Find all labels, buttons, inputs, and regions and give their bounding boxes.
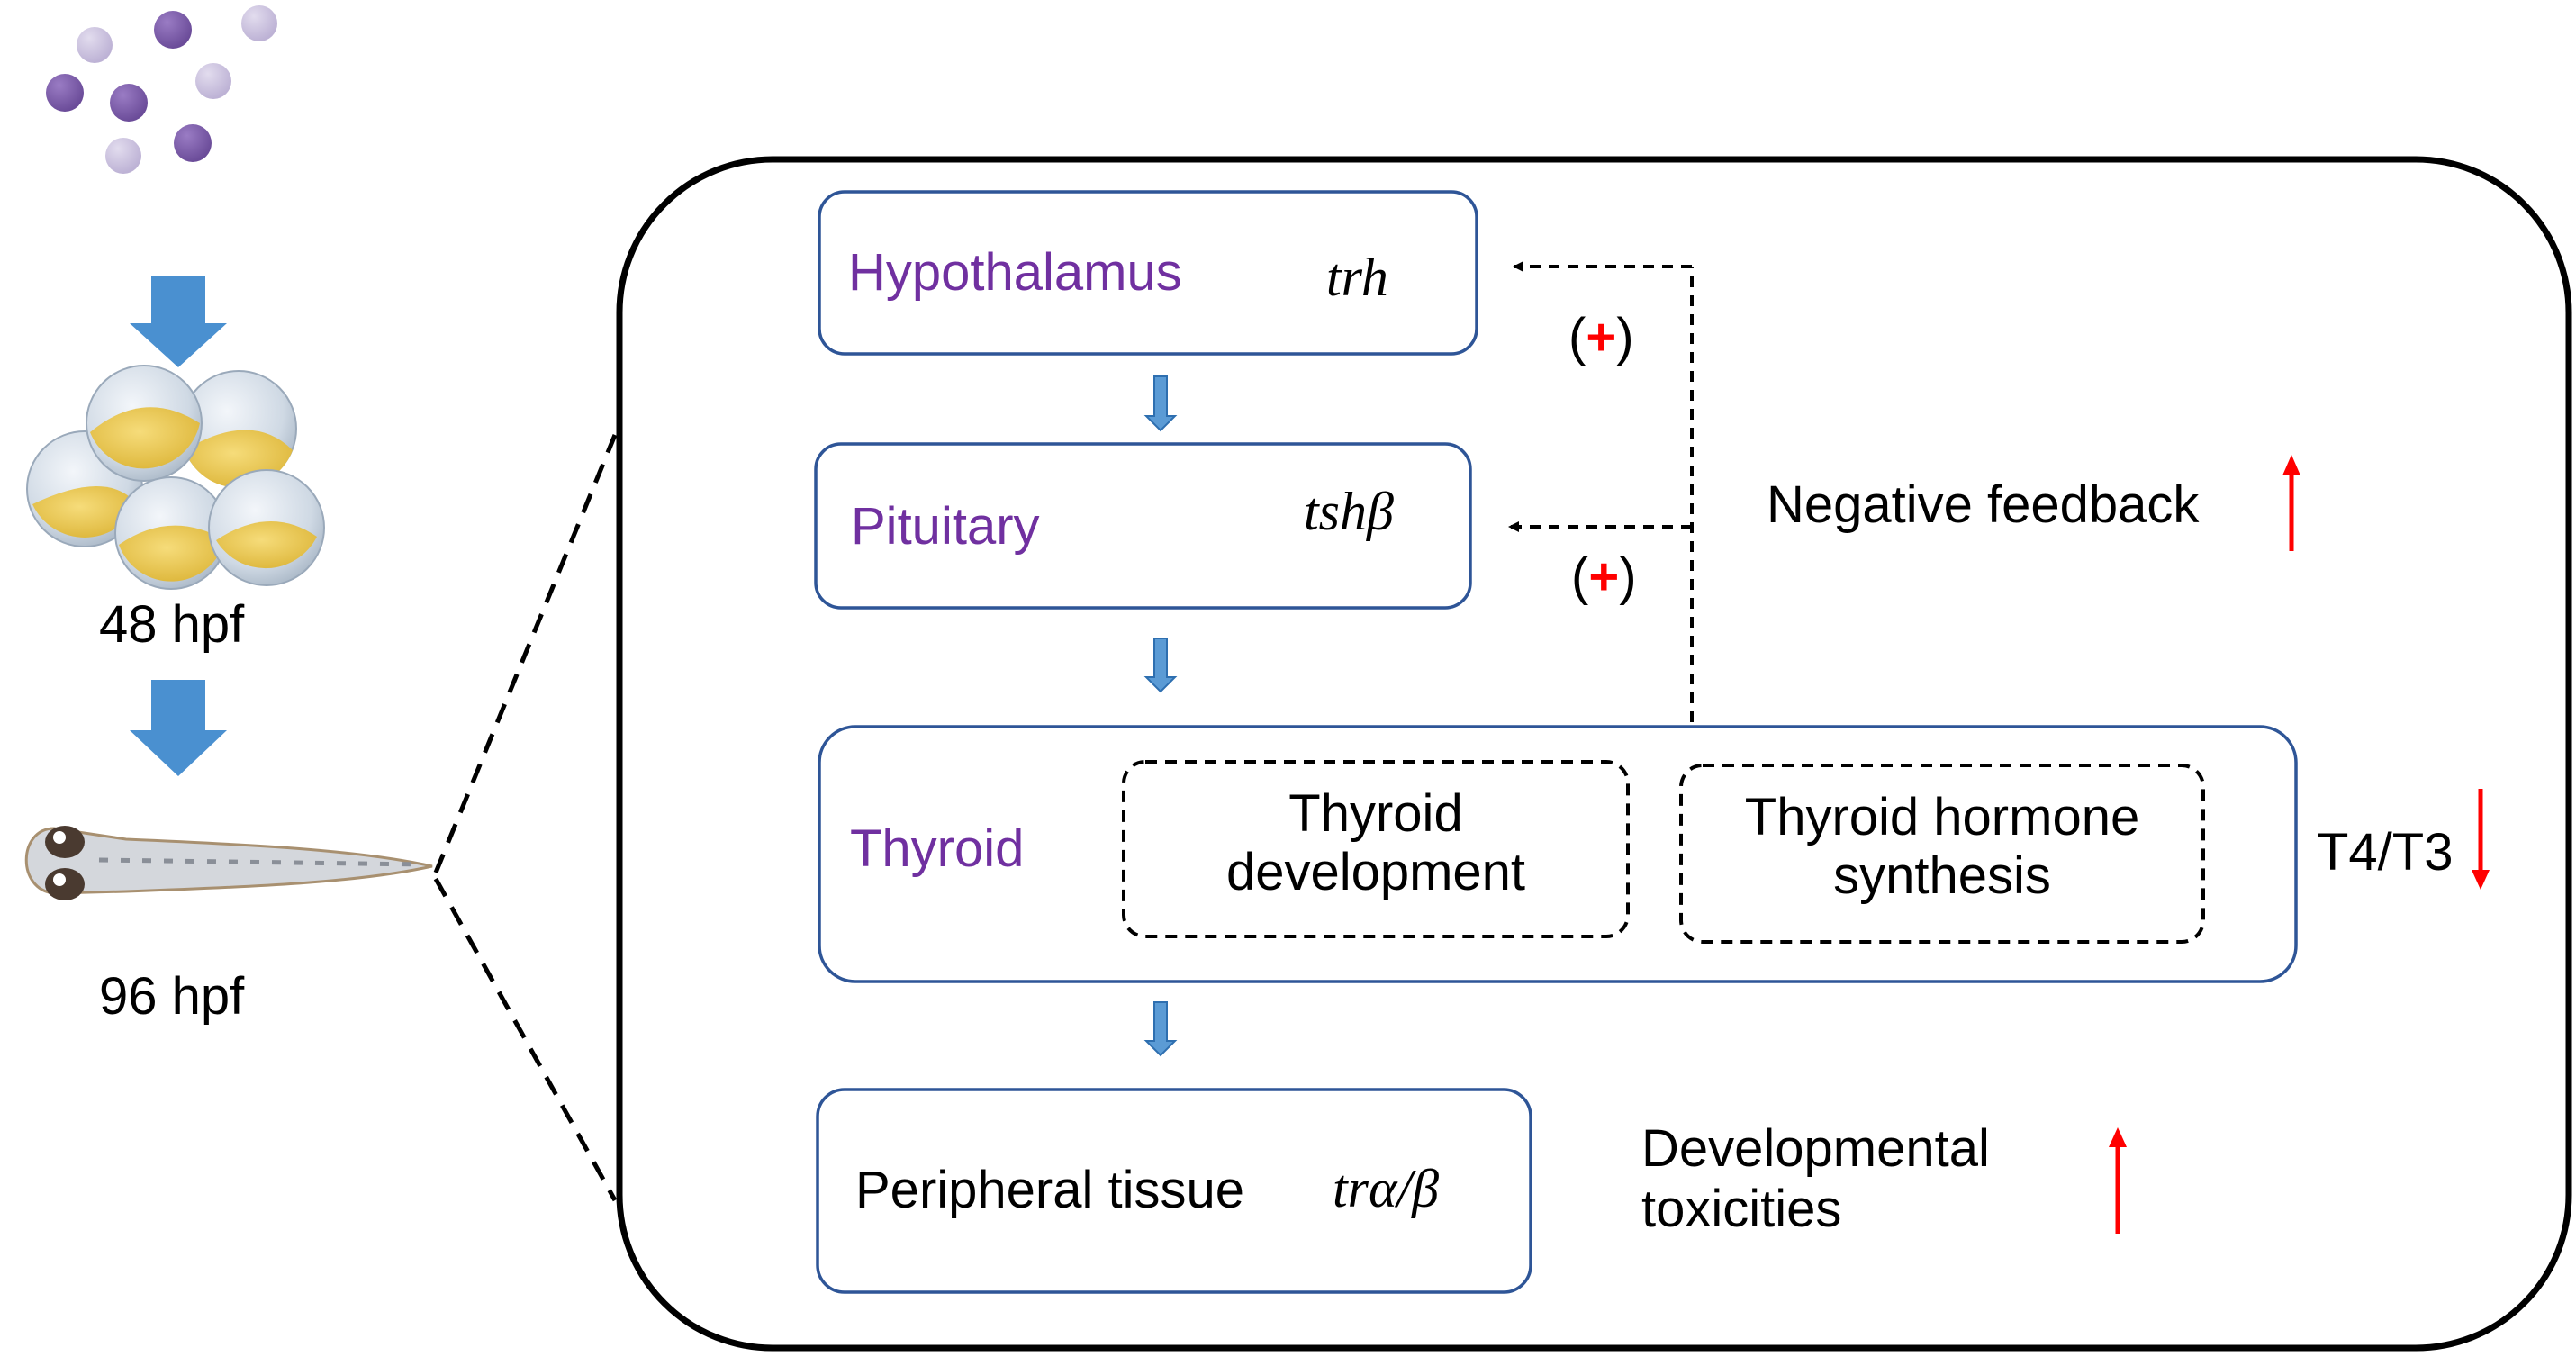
t4-t3-down-arrow: [2472, 789, 2490, 890]
hpt-axis-frame: [616, 156, 2572, 1352]
tsh-beta-gene-label: tshβ: [1304, 482, 1394, 541]
hypothalamus-label: Hypothalamus: [848, 243, 1182, 302]
thyroid-label: Thyroid: [850, 819, 1025, 878]
thyroid-development-box: [1122, 760, 1630, 938]
pituitary-label: Pituitary: [851, 497, 1040, 556]
hypothalamus-feedback-effect: (+): [1568, 308, 1634, 366]
pituitary-box: [814, 442, 1472, 610]
axis-flow-arrows: [1143, 375, 1178, 1057]
negative-feedback-up-arrow: [2282, 455, 2300, 551]
peripheral-tissue-box: [816, 1088, 1532, 1294]
stage-96hpf-label: 96 hpf: [99, 967, 245, 1026]
negative-feedback-label: Negative feedback: [1767, 475, 2200, 534]
thyroid-box: [818, 725, 2298, 983]
peripheral-tissue-label: Peripheral tissue: [855, 1161, 1244, 1219]
zebrafish-embryos-icon: [26, 365, 325, 590]
thyroid-hormone-synthesis-box: [1679, 764, 2205, 944]
zebrafish-larva-icon: [24, 826, 433, 900]
zoom-line-bottom: [433, 877, 618, 1202]
stage-48hpf-label: 48 hpf: [99, 595, 245, 654]
tr-alpha-beta-gene-label: trα/β: [1333, 1159, 1440, 1218]
thyroid-hormone-synthesis-label: Thyroid hormone synthesis: [1744, 788, 2140, 905]
pituitary-to-thyroid-arrow: [1143, 638, 1178, 693]
development-arrow-icon: [130, 680, 227, 776]
hypothalamus-to-pituitary-arrow: [1143, 375, 1178, 432]
t4-t3-label: T4/T3: [2317, 823, 2454, 882]
zoom-line-top: [433, 434, 618, 873]
exposure-arrow-icon: [130, 276, 227, 367]
developmental-toxicities-up-arrow: [2109, 1127, 2127, 1234]
thyroid-to-peripheral-arrow: [1143, 1001, 1178, 1057]
pituitary-feedback-effect: (+): [1571, 547, 1637, 606]
hypothalamus-box: [818, 190, 1478, 356]
feedback-lines: [1508, 261, 1694, 722]
developmental-toxicities-label: Developmental toxicities: [1641, 1119, 1990, 1238]
thyroid-development-label: Thyroid development: [1225, 784, 1526, 901]
chemical-particles-icon: [46, 5, 277, 174]
trh-gene-label: trh: [1326, 248, 1388, 307]
